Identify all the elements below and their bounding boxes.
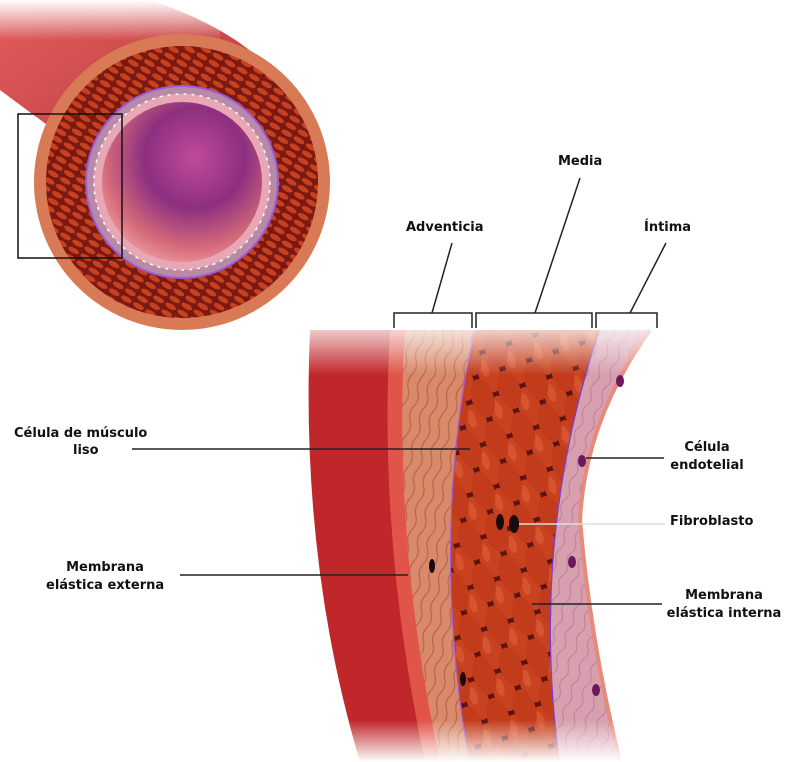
label-media: Media: [558, 154, 602, 170]
fibroblast-nucleus: [509, 515, 519, 533]
label-membrana-externa-1: Membrana: [46, 560, 164, 576]
leader-adventicia: [432, 243, 452, 313]
label-membrana-externa-2: elástica externa: [46, 578, 164, 594]
leader-intima: [630, 243, 666, 313]
vessel-wall-section: [300, 315, 670, 762]
label-fibroblasto: Fibroblasto: [670, 514, 753, 530]
label-membrana-interna-1: Membrana: [664, 588, 784, 604]
label-intima: Íntima: [644, 220, 691, 236]
vessel-cross-section: [0, 0, 330, 330]
label-celula-musculo-1: Célula de músculo: [14, 426, 147, 442]
label-celula-endotelial-2: endotelial: [665, 458, 749, 474]
label-adventicia: Adventicia: [406, 220, 484, 236]
label-celula-musculo-2: liso: [73, 443, 99, 459]
leader-media: [535, 178, 580, 313]
label-celula-endotelial-1: Célula: [665, 440, 749, 456]
label-membrana-interna-2: elástica interna: [664, 606, 784, 622]
